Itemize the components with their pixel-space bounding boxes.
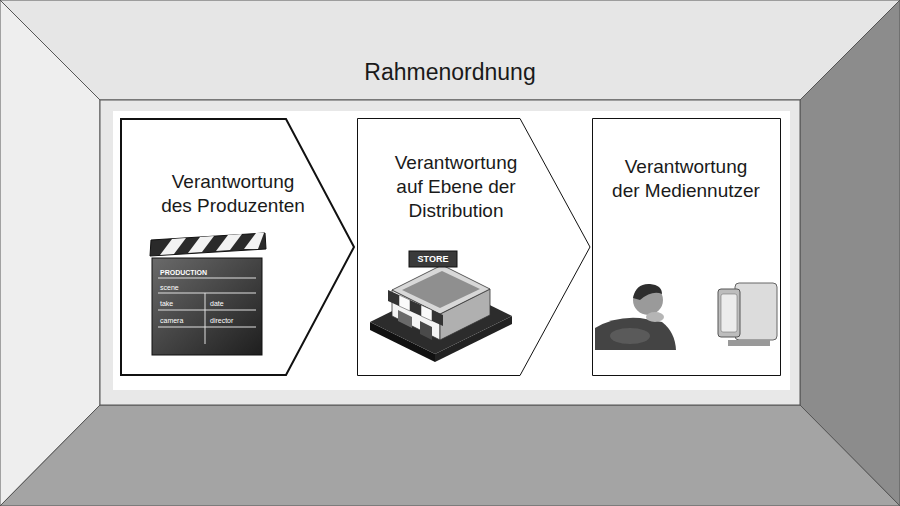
box-outline-path: [358, 119, 591, 376]
box-label: Verantwortung auf Ebene der Distribution: [381, 151, 531, 222]
awning-stripe: [421, 305, 432, 321]
board-line: [158, 293, 256, 294]
awning-stripe: [432, 310, 443, 326]
clapper-bar: [150, 233, 266, 256]
viewer-body: [595, 318, 676, 350]
tv-icon: [718, 283, 777, 346]
clapperboard-icon: [150, 233, 266, 355]
icon-text: PRODUCTION: [160, 268, 207, 278]
clapper-board: [152, 258, 262, 355]
store-icon: [370, 251, 512, 362]
awning-stripe: [388, 290, 399, 306]
icon-text: date: [210, 299, 224, 309]
box-outline-path: [593, 119, 781, 376]
back-wall: [100, 100, 800, 405]
store-roof: [392, 265, 490, 314]
viewer-arm: [610, 328, 650, 344]
icon-text: take: [160, 299, 173, 309]
viewer-hair: [633, 284, 662, 300]
viewer-icon: [595, 284, 676, 350]
tv-front: [718, 289, 740, 337]
chevron-box: Verantwortung des Produzenten: [120, 118, 356, 376]
store-window: [398, 310, 412, 328]
tv-body: [735, 283, 777, 340]
tv-base: [728, 340, 770, 346]
process-box: Verantwortung der Mediennutzer: [592, 118, 781, 376]
tv-screen: [721, 294, 737, 332]
clapper-stripe: [160, 238, 186, 255]
white-panel: [113, 111, 790, 390]
icon-text: director: [210, 316, 233, 326]
box-outline-path: [121, 119, 354, 375]
box-outline: [120, 118, 356, 376]
clapper-stripe: [188, 236, 214, 253]
icon-text: scene: [160, 283, 179, 293]
box-label: Verantwortung des Produzenten: [158, 170, 308, 218]
diagram-title: Rahmenordnung: [0, 58, 900, 86]
chevron-box: Verantwortung auf Ebene der Distribution: [357, 118, 592, 376]
store-door: [420, 321, 432, 340]
ceiling: [0, 0, 900, 100]
board-line: [205, 293, 206, 344]
board-line: [158, 327, 256, 328]
clapper-stripe: [244, 233, 264, 249]
clapper-stripe: [216, 234, 242, 251]
box-label: Verantwortung der Mediennutzer: [611, 155, 761, 203]
store-sign: [409, 251, 457, 267]
board-line: [158, 278, 256, 279]
floor: [0, 405, 900, 506]
awning-stripe: [399, 295, 410, 311]
viewer-hand: [646, 312, 664, 322]
awning-stripe: [410, 300, 421, 316]
board-line: [158, 310, 256, 311]
icon-text: camera: [160, 316, 183, 326]
icon-text: STORE: [409, 253, 457, 265]
